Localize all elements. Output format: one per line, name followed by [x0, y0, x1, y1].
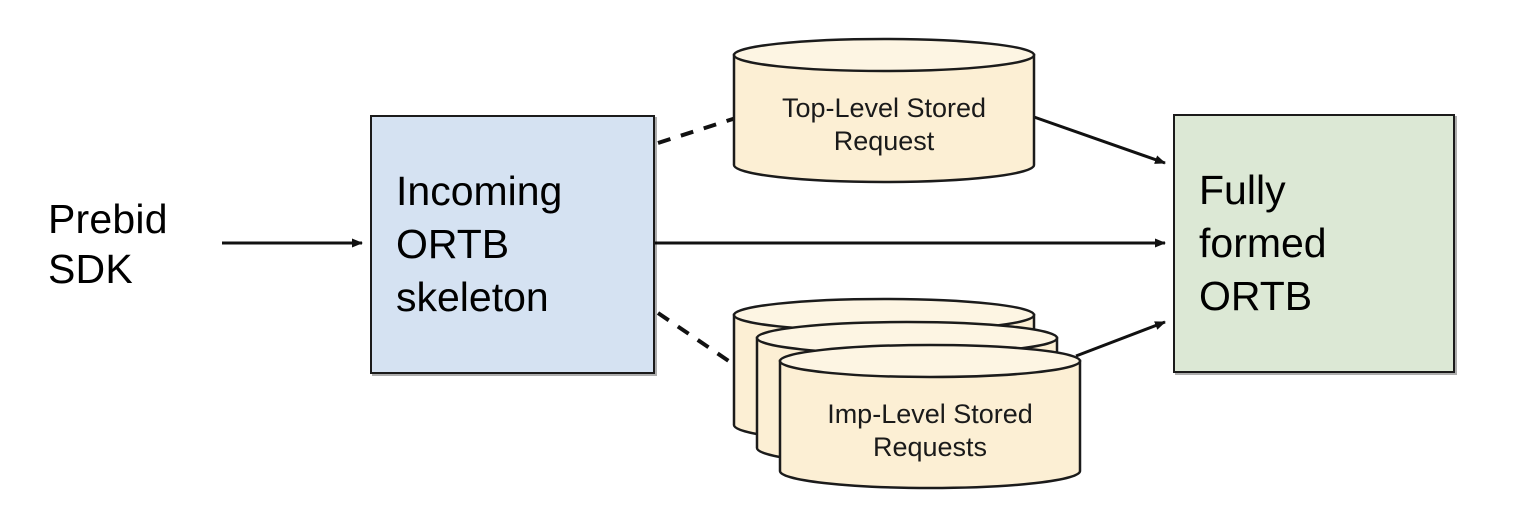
node-prebid-sdk-label: Prebid SDK	[48, 195, 168, 292]
node-fully-formed-ortb-label: Fully formed ORTB	[1199, 166, 1327, 320]
cylinder-stack-shape	[732, 297, 1082, 490]
node-imp-level-stored-requests[interactable]: Imp-Level Stored Requests	[732, 297, 1083, 490]
node-fully-formed-ortb[interactable]: Fully formed ORTB	[1173, 114, 1455, 373]
edge-implevel-to-fully	[1075, 320, 1166, 358]
cylinder-shape	[732, 37, 1036, 184]
node-prebid-sdk: Prebid SDK	[48, 185, 278, 303]
node-top-level-stored-request[interactable]: Top-Level Stored Request	[732, 37, 1036, 184]
cylinder-front	[778, 343, 1082, 490]
node-incoming-ortb-skeleton-label: Incoming ORTB skeleton	[396, 167, 563, 321]
edge-incoming-to-toplevel	[657, 116, 737, 145]
edge-toplevel-to-fully	[1033, 115, 1166, 165]
edge-incoming-to-implevel	[656, 311, 744, 372]
node-incoming-ortb-skeleton[interactable]: Incoming ORTB skeleton	[370, 115, 655, 374]
